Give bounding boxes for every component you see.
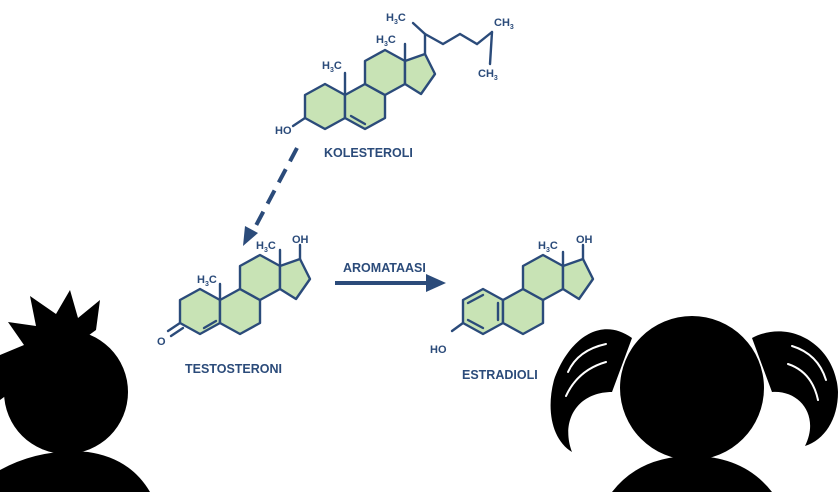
testosterone-ring-d [278, 257, 312, 301]
estradiol-name-label: ESTRADIOLI [462, 368, 538, 382]
testosterone-ring-a [178, 287, 222, 336]
girl-shoulders [612, 456, 772, 492]
aromatase-arrow: AROMATAASI [335, 261, 446, 292]
girl-silhouette [550, 316, 838, 492]
cholesterol-methyl-label-a: H3C [322, 60, 342, 74]
testosterone-methyl-label-a: H3C [197, 274, 217, 288]
aromatase-arrow-head [426, 274, 446, 292]
estradiol-ring-c [521, 253, 565, 302]
cholesterol-ring-d [403, 52, 437, 96]
estradiol-ho-bond [450, 321, 465, 333]
testosterone-keto-bond-1 [166, 321, 182, 333]
testosterone-methyl-label-b: H3C [256, 240, 276, 254]
cholesterol-ho-bond [291, 116, 307, 128]
testosterone-name-label: TESTOSTERONI [185, 362, 282, 376]
estradiol-molecule: HO H3C OH ESTRADIOLI [430, 234, 595, 382]
testosterone-double-bond [202, 319, 218, 330]
estradiol-aromatic-bond-1 [466, 293, 485, 305]
cholesterol-methyl-label-c: H3C [386, 12, 406, 26]
cholesterol-double-bond [349, 114, 367, 126]
cholesterol-molecule: HO H3C H3C H3C CH3 CH3 KOLESTEROLI [275, 12, 514, 160]
boy-head [4, 330, 128, 454]
girl-head [620, 316, 764, 460]
estradiol-ho-label: HO [430, 344, 447, 356]
estradiol-methyl-label: H3C [538, 240, 558, 254]
estradiol-oh-label: OH [576, 234, 593, 246]
cholesterol-ring-a [303, 82, 347, 131]
testosterone-oxo-label: O [157, 336, 166, 348]
estradiol-aromatic-bond-3 [466, 318, 485, 330]
cholesterol-ho-label: HO [275, 125, 292, 137]
cholesterol-methyl-label-b: H3C [376, 34, 396, 48]
testosterone-molecule: O H3C H3C OH TESTOSTERONI [157, 234, 312, 376]
cholesterol-ch3-label-a: CH3 [494, 17, 514, 31]
testosterone-ring-c [238, 253, 282, 302]
girl-left-pigtail [550, 329, 632, 452]
girl-hair-highlights [565, 343, 827, 401]
testosterone-keto-bond-2 [169, 326, 185, 338]
testosterone-oh-label: OH [292, 234, 309, 246]
cholesterol-name-label: KOLESTEROLI [324, 146, 413, 160]
cholesterol-ring-c [363, 48, 407, 97]
aromatase-label: AROMATAASI [343, 261, 426, 275]
estradiol-ring-d [561, 257, 595, 301]
cholesterol-ch3-label-b: CH3 [478, 68, 498, 82]
girl-right-pigtail [752, 331, 838, 446]
cholesterol-side-methyl-bond [411, 21, 427, 36]
dashed-arrow-head [243, 226, 258, 246]
dashed-conversion-arrow [243, 147, 299, 246]
cholesterol-terminal-bond [488, 30, 494, 66]
boy-shoulders [0, 451, 150, 492]
cholesterol-side-chain [423, 30, 494, 56]
boy-silhouette [0, 290, 150, 492]
